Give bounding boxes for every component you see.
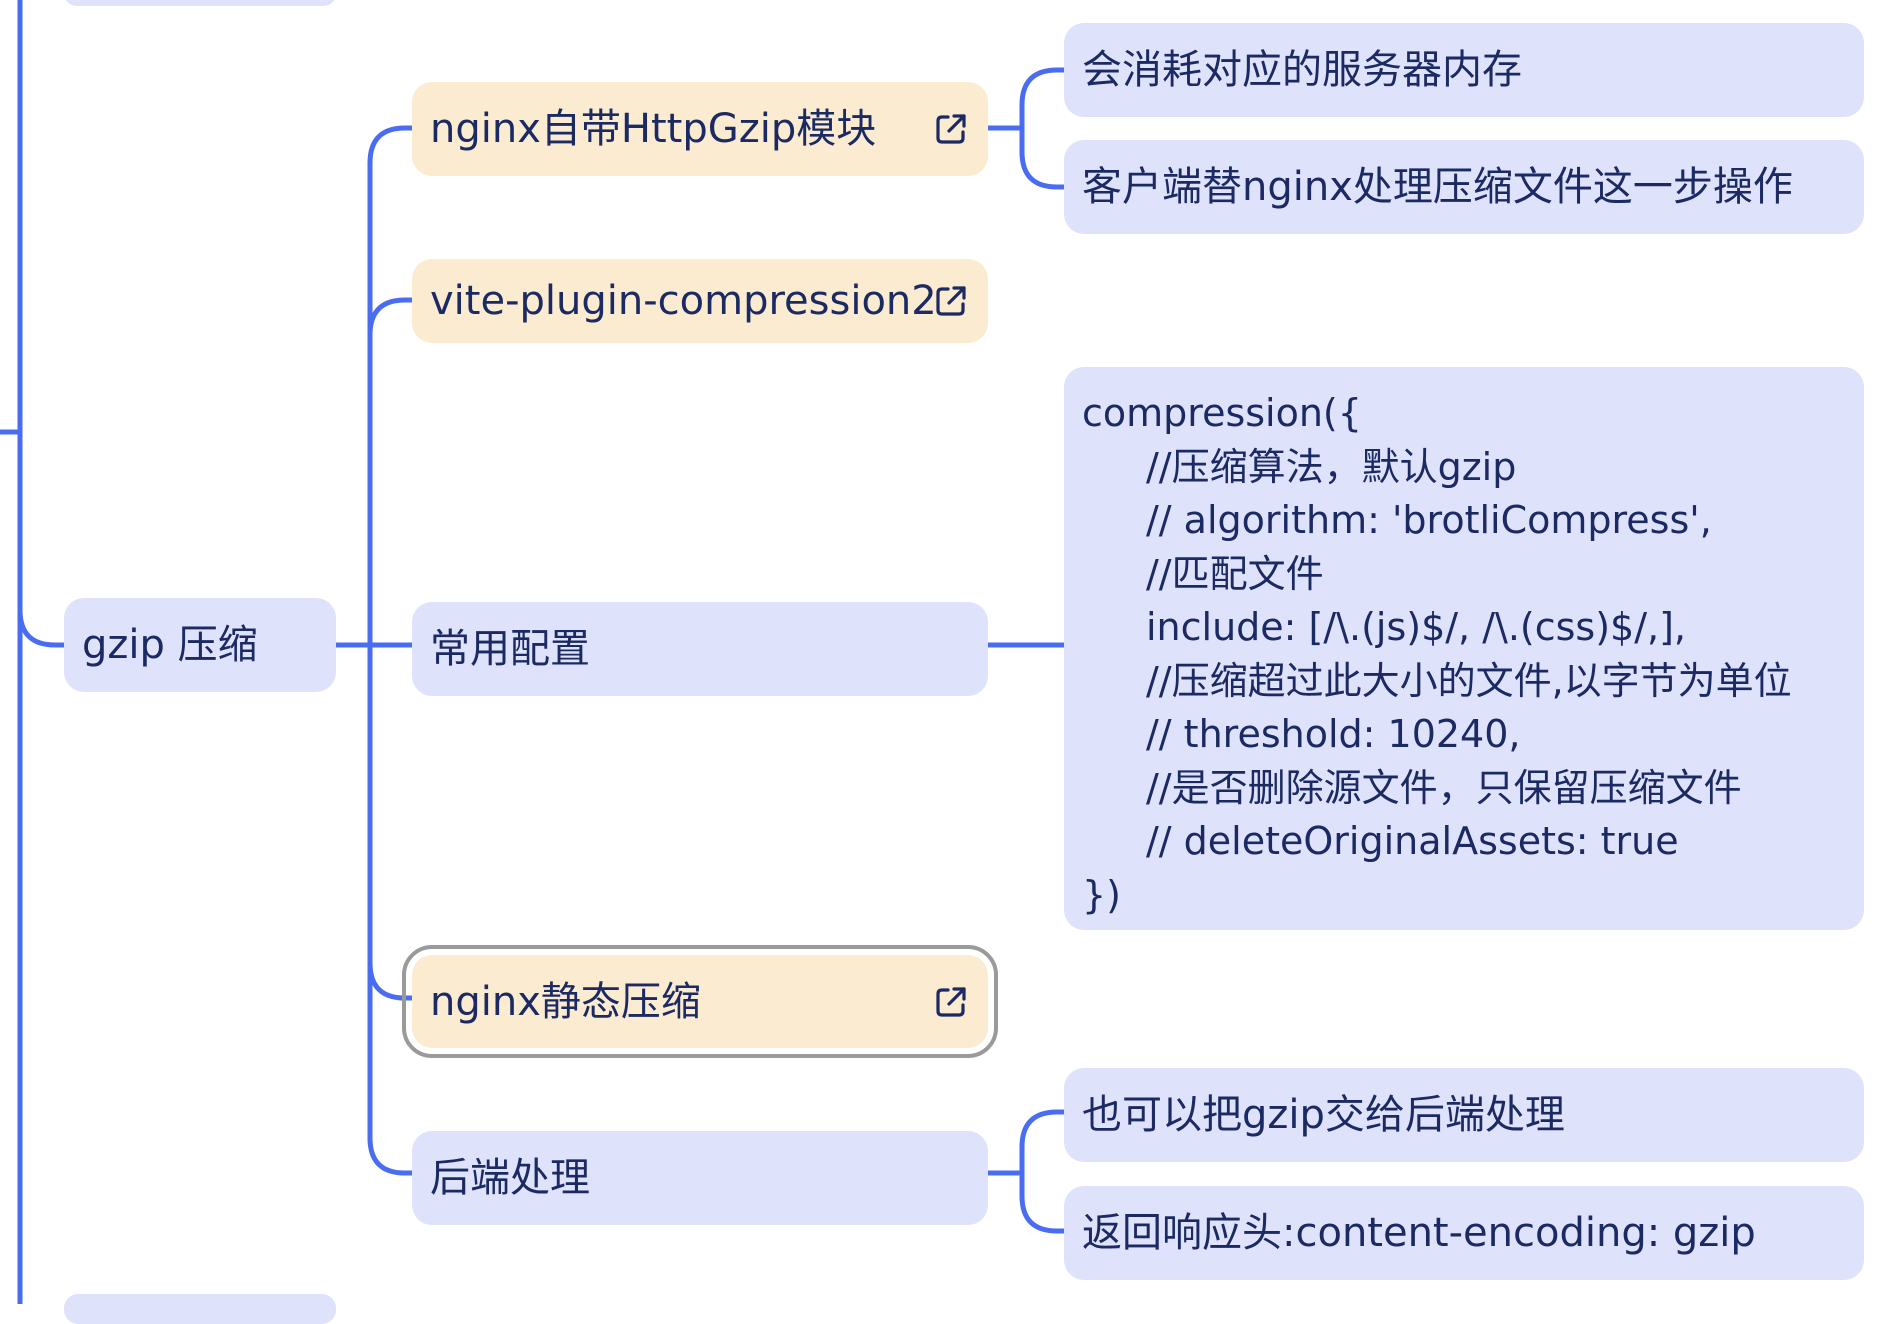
note-label: 返回响应头:content-encoding: gzip (1082, 1210, 1756, 1256)
child-node-backend[interactable]: 后端处理 (412, 1131, 988, 1225)
child-node-label: nginx静态压缩 (430, 978, 701, 1025)
note-node[interactable]: 也可以把gzip交给后端处理 (1064, 1068, 1864, 1162)
root-node-label: gzip 压缩 (82, 622, 258, 668)
child-connector-4 (367, 960, 415, 1001)
note-label: 也可以把gzip交给后端处理 (1082, 1092, 1565, 1138)
code-line: compression({ (1082, 391, 1362, 435)
child-node-label: nginx自带HttpGzip模块 (430, 106, 877, 152)
code-note-node[interactable]: compression({ //压缩算法，默认gzip // algorithm… (1064, 367, 1864, 930)
partial-sibling-node-bottom[interactable] (64, 1294, 336, 1324)
child-node-nginx-httpgzip[interactable]: nginx自带HttpGzip模块 (412, 82, 988, 176)
child-node-label: vite-plugin-compression2 (430, 278, 937, 324)
notes-5-bottom (1019, 1193, 1067, 1234)
external-link-icon[interactable] (934, 985, 968, 1019)
note-label: 会消耗对应的服务器内存 (1082, 47, 1522, 93)
note-node[interactable]: 会消耗对应的服务器内存 (1064, 23, 1864, 117)
code-line: // threshold: 10240, (1146, 712, 1521, 756)
code-line: //匹配文件 (1146, 551, 1324, 596)
child-node-label: 常用配置 (430, 626, 590, 672)
note-label: 客户端替nginx处理压缩文件这一步操作 (1082, 164, 1793, 210)
code-line: //是否删除源文件，只保留压缩文件 (1146, 765, 1742, 810)
code-line: //压缩算法，默认gzip (1146, 444, 1517, 489)
partial-sibling-node-top[interactable] (64, 0, 336, 6)
child-connector-1 (367, 125, 415, 166)
code-line: include: [/\.(js)$/, /\.(css)$/,], (1146, 605, 1686, 649)
notes-1-top (1019, 67, 1067, 108)
note-node[interactable]: 客户端替nginx处理压缩文件这一步操作 (1064, 140, 1864, 234)
child-node-label: 后端处理 (430, 1155, 590, 1201)
code-line: // algorithm: 'brotliCompress', (1146, 498, 1712, 542)
child-node-vite-plugin[interactable]: vite-plugin-compression2 (412, 259, 988, 343)
note-node[interactable]: 返回响应头:content-encoding: gzip (1064, 1186, 1864, 1280)
notes-5-top (1019, 1109, 1067, 1150)
child-connector-2 (367, 297, 415, 338)
root-connector (17, 607, 67, 648)
child-connector-5 (367, 1135, 415, 1176)
code-block: compression({ //压缩算法，默认gzip // algorithm… (1064, 367, 1792, 922)
code-line: //压缩超过此大小的文件,以字节为单位 (1146, 658, 1792, 703)
external-link-icon[interactable] (934, 284, 968, 318)
code-line: // deleteOriginalAssets: true (1146, 819, 1679, 863)
external-link-icon[interactable] (934, 112, 968, 146)
root-node-gzip[interactable]: gzip 压缩 (64, 598, 336, 692)
code-line: }) (1082, 872, 1122, 917)
child-node-common-config[interactable]: 常用配置 (412, 602, 988, 696)
child-node-nginx-static[interactable]: nginx静态压缩 (402, 945, 998, 1058)
notes-1-bottom (1019, 149, 1067, 190)
